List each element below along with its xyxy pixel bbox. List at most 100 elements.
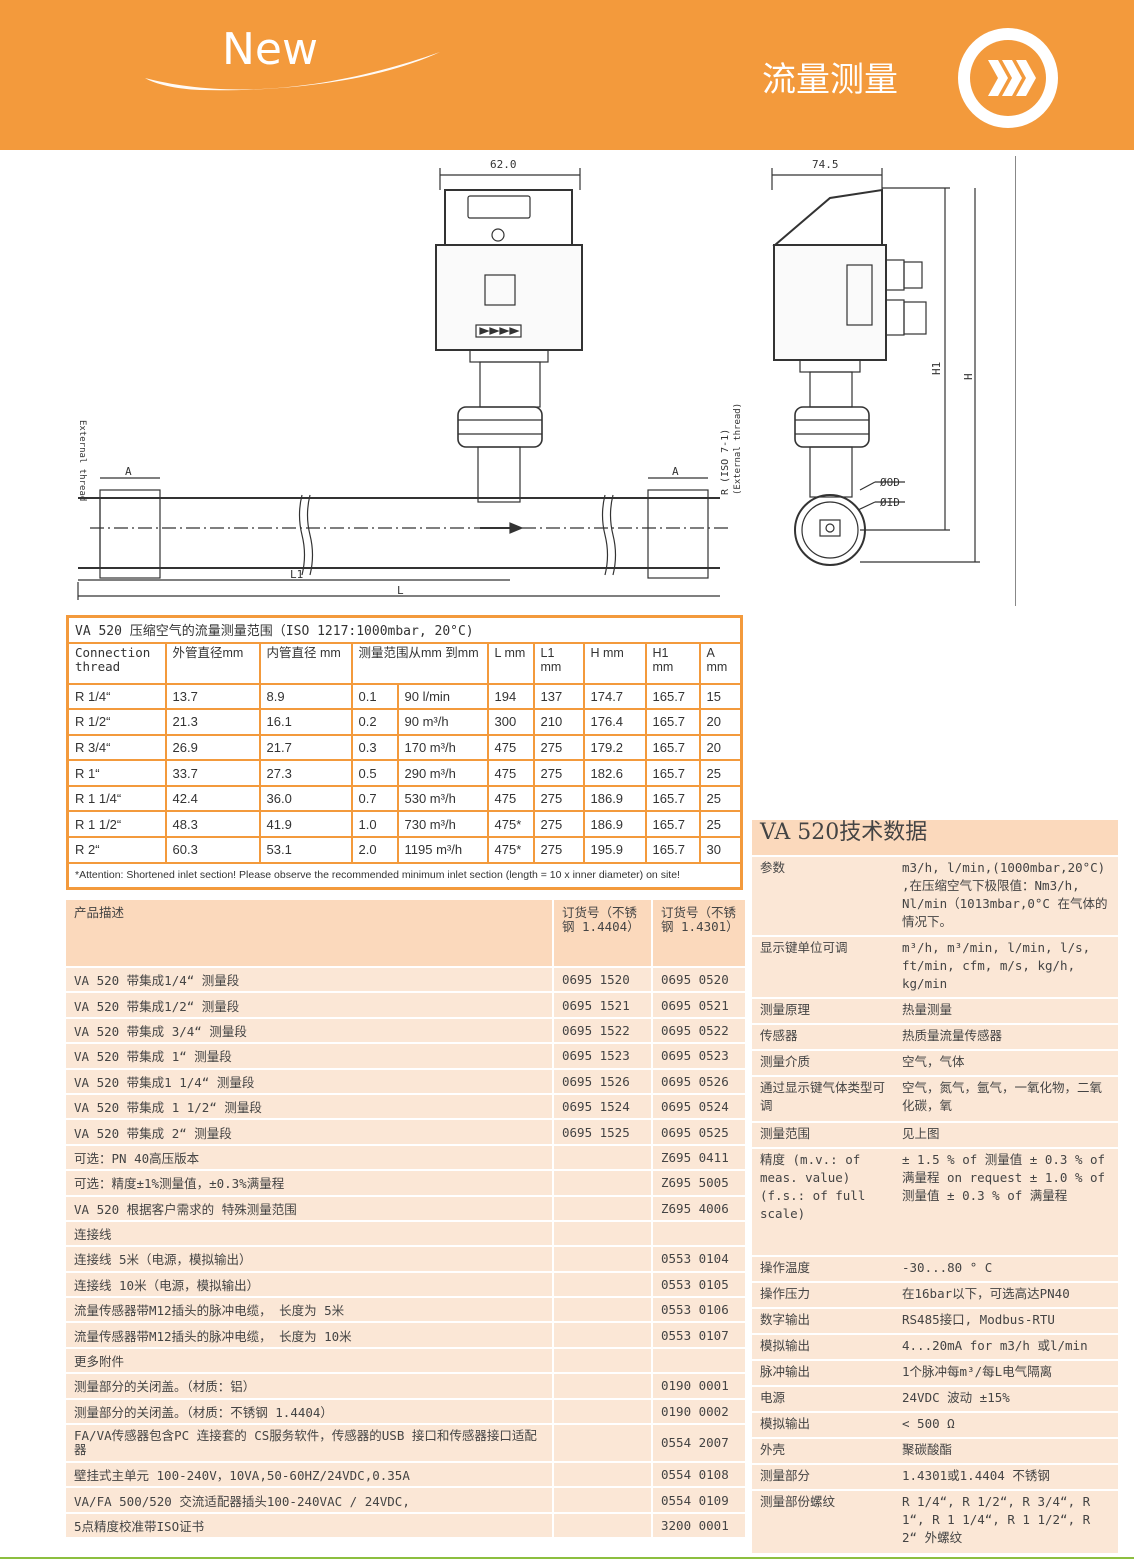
table-row: 通过显示键气体类型可调空气，氮气，氩气，一氧化物，二氧化碳，氧 xyxy=(752,1076,1118,1123)
tech-param-value: 见上图 xyxy=(894,1122,1118,1149)
drawing-frame-line xyxy=(1015,156,1016,606)
table-cell: 530 m³/h xyxy=(396,784,489,813)
inlet-attention-note: *Attention: Shortened inlet section! Ple… xyxy=(66,861,743,890)
order-number: Z695 5005 xyxy=(651,1170,745,1197)
flow-range-table: VA 520 压缩空气的流量测量范围（ISO 1217:1000mbar, 20… xyxy=(66,615,743,891)
table-cell: 48.3 xyxy=(164,810,261,839)
order-number: 3200 0001 xyxy=(651,1512,745,1540)
dim-a-left-label: A xyxy=(125,465,132,478)
order-number xyxy=(552,1195,652,1222)
table-cell: 275 xyxy=(532,759,585,787)
table-cell: 15 xyxy=(698,682,743,711)
table-cell: 0.3 xyxy=(350,733,399,762)
order-number xyxy=(552,1170,652,1197)
table-cell: 275 xyxy=(532,836,585,864)
table-cell: 475 xyxy=(486,784,535,813)
order-number xyxy=(651,1347,745,1375)
order-description: 测量部分的关闭盖。（材质：铝） xyxy=(66,1373,553,1400)
table-cell: 1.0 xyxy=(350,810,399,839)
order-description: FA/VA传感器包含PC 连接套的 CS服务软件，传感器的USB 接口和传感器接… xyxy=(66,1424,553,1464)
order-description: 测量部分的关闭盖。（材质：不锈钢 1.4404） xyxy=(66,1398,553,1426)
table-cell: 20 xyxy=(698,733,743,762)
header-banner: New 流量测量 xyxy=(0,0,1134,150)
table-cell: 41.9 xyxy=(258,810,353,839)
tech-param-value: 1个脉冲每m³/每L电气隔离 xyxy=(894,1360,1118,1387)
page-title: 流量测量 xyxy=(762,60,898,100)
table-row: 连接线 10米（电源，模拟输出）0553 0105 xyxy=(66,1271,745,1299)
tech-param-value: 在16bar以下，可选高达PN40 xyxy=(894,1282,1118,1309)
order-number xyxy=(552,1424,652,1464)
table-cell: 137 xyxy=(532,682,585,711)
table-cell: 27.3 xyxy=(258,759,353,787)
order-description: VA 520 带集成1 1/4“ 测量段 xyxy=(66,1068,553,1095)
table-cell: R 3/4“ xyxy=(66,733,167,762)
order-number xyxy=(552,1462,652,1489)
order-number: 0190 0001 xyxy=(651,1373,745,1400)
table-cell: 25 xyxy=(698,784,743,813)
order-header-1-4301: 订货号（不锈钢 1.4301） xyxy=(651,900,745,968)
table-row: 更多附件 xyxy=(66,1347,745,1375)
table-cell: 25 xyxy=(698,810,743,839)
order-number xyxy=(552,1246,652,1273)
order-description: 连接线 5米（电源，模拟输出） xyxy=(66,1246,553,1273)
new-label: New xyxy=(222,24,318,75)
table-cell: 165.7 xyxy=(644,759,701,787)
table-row: 连接线 5米（电源，模拟输出）0553 0104 xyxy=(66,1246,745,1273)
table-cell: 165.7 xyxy=(644,810,701,839)
tech-param-name: 测量部分 xyxy=(752,1464,894,1491)
table-row: 外壳聚碳酸酯 xyxy=(752,1438,1118,1465)
dim-745-label: 74.5 xyxy=(812,158,839,171)
dim-a-right-label: A xyxy=(672,465,679,478)
table-cell: 475 xyxy=(486,759,535,787)
order-number xyxy=(552,1373,652,1400)
order-number: 0695 1522 xyxy=(552,1017,652,1045)
order-number xyxy=(552,1144,652,1172)
order-description: 连接线 xyxy=(66,1220,553,1248)
order-number: Z695 0411 xyxy=(651,1144,745,1172)
table-cell: 2.0 xyxy=(350,836,399,864)
tech-param-value: 热量测量 xyxy=(894,998,1118,1025)
table-cell: 20 xyxy=(698,708,743,736)
table-cell: 0.2 xyxy=(350,708,399,736)
table-row: 5点精度校准带ISO证书 3200 0001 xyxy=(66,1512,745,1540)
tech-param-name: 模拟输出 xyxy=(752,1412,894,1439)
tech-param-name: 参数 xyxy=(752,856,894,937)
table-cell: 25 xyxy=(698,759,743,787)
dim-h-label: H xyxy=(962,373,975,380)
table-cell: R 1/2“ xyxy=(66,708,167,736)
tech-param-value: 1.4301或1.4404 不锈钢 xyxy=(894,1464,1118,1491)
table-cell: 730 m³/h xyxy=(396,810,489,839)
brand-logo xyxy=(958,28,1058,128)
order-table: 产品描述 订货号（不锈钢 1.4404） 订货号（不锈钢 1.4301） VA … xyxy=(66,900,745,1540)
table-row: VA/FA 500/520 交流适配器插头100-240VAC / 24VDC,… xyxy=(66,1487,745,1514)
order-description: 5点精度校准带ISO证书 xyxy=(66,1512,553,1540)
order-number: 0553 0106 xyxy=(651,1297,745,1324)
table-cell: 36.0 xyxy=(258,784,353,813)
range-header: A mm xyxy=(698,641,743,685)
order-number: 0695 0524 xyxy=(651,1093,745,1121)
tech-param-name: 通过显示键气体类型可调 xyxy=(752,1076,894,1123)
order-description: VA 520 带集成1/2“ 测量段 xyxy=(66,992,553,1019)
table-cell: 13.7 xyxy=(164,682,261,711)
order-number xyxy=(552,1297,652,1324)
table-cell: 275 xyxy=(532,810,585,839)
table-cell: 186.9 xyxy=(582,810,647,839)
table-cell: 300 xyxy=(486,708,535,736)
order-number xyxy=(552,1220,652,1248)
table-cell: 16.1 xyxy=(258,708,353,736)
